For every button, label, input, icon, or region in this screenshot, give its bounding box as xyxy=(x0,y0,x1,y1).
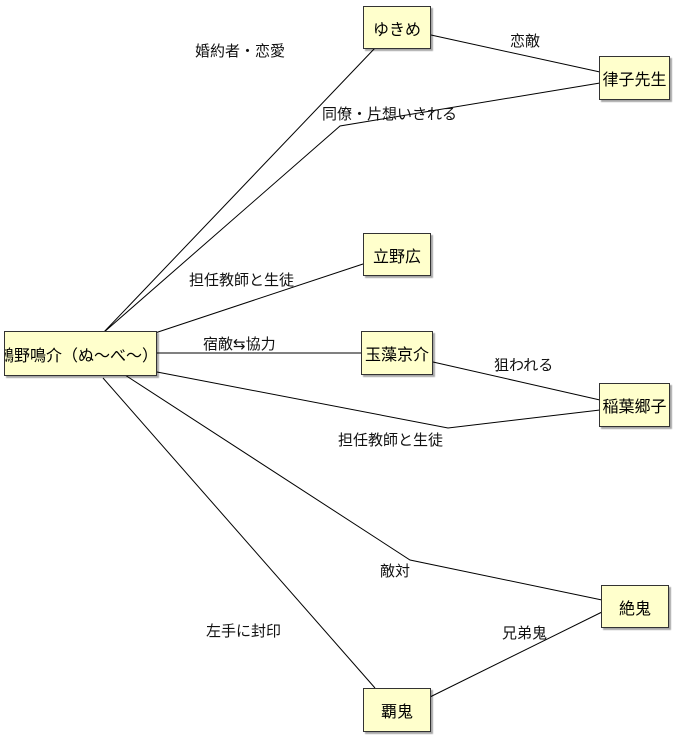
line-zekki-haki xyxy=(429,611,603,698)
edge-label-nueno-inaba: 担任教師と生徒 xyxy=(338,431,444,449)
line-nueno-ritsuko xyxy=(102,82,601,334)
node-tatsuno[interactable]: 立野広 xyxy=(363,233,431,276)
edge-label-nueno-tatsuno: 担任教師と生徒 xyxy=(189,271,295,289)
node-zekki-label: 絶鬼 xyxy=(618,598,651,618)
line-nueno-haki xyxy=(102,377,376,689)
line-yukime-ritsuko xyxy=(430,34,601,73)
line-nueno-yukime xyxy=(102,47,376,334)
edge-label-nueno-tamamo: 宿敵⇆協力 xyxy=(203,335,276,353)
node-tamamo-label: 玉藻京介 xyxy=(364,345,429,364)
node-yukime[interactable]: ゆきめ xyxy=(363,6,431,49)
node-zekki[interactable]: 絶鬼 xyxy=(601,585,669,628)
edge-label-nueno-haki: 左手に封印 xyxy=(206,622,282,640)
node-nueno-label: 鵺野鳴介（ぬ～べ～） xyxy=(4,345,157,365)
node-yukime-label: ゆきめ xyxy=(372,19,421,39)
line-nueno-zekki xyxy=(124,374,603,601)
line-nueno-inaba xyxy=(156,371,601,429)
line-tamamo-inaba xyxy=(432,361,601,401)
edge-label-zekki-haki: 兄弟鬼 xyxy=(502,624,548,642)
node-inaba[interactable]: 稲葉郷子 xyxy=(599,383,670,427)
edge-label-nueno-yukime: 婚約者・恋愛 xyxy=(195,42,286,60)
node-inaba-label: 稲葉郷子 xyxy=(602,397,667,416)
edge-label-nueno-zekki: 敵対 xyxy=(380,562,411,580)
node-tatsuno-label: 立野広 xyxy=(372,246,421,266)
node-ritsuko[interactable]: 律子先生 xyxy=(599,56,670,100)
edge-label-nueno-ritsuko: 同僚・片想いされる xyxy=(322,105,458,123)
node-haki[interactable]: 覇鬼 xyxy=(363,688,431,732)
line-nueno-tatsuno xyxy=(154,263,364,334)
edge-label-yukime-ritsuko: 恋敵 xyxy=(510,32,541,50)
node-tamamo[interactable]: 玉藻京介 xyxy=(361,331,433,375)
node-haki-label: 覇鬼 xyxy=(380,702,413,721)
edge-label-tamamo-inaba: 狙われる xyxy=(494,356,554,374)
node-ritsuko-label: 律子先生 xyxy=(602,70,667,89)
node-nueno[interactable]: 鵺野鳴介（ぬ～べ～） xyxy=(4,331,157,376)
